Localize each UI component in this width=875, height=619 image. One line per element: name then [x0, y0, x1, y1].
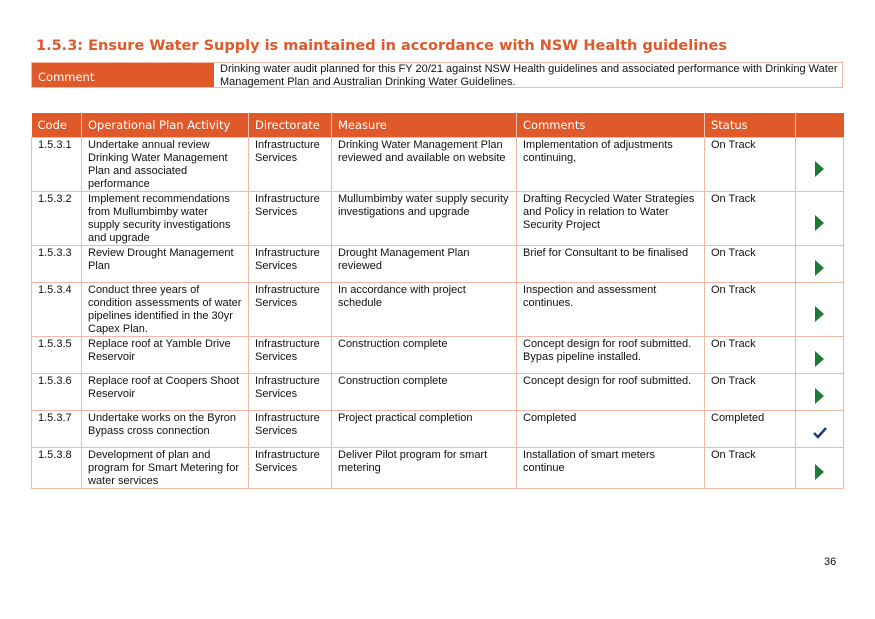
cell-status-icon — [795, 410, 844, 448]
cell-code: 1.5.3.6 — [31, 373, 82, 411]
play-arrow-icon — [815, 351, 824, 367]
section-title: 1.5.3: Ensure Water Supply is maintained… — [36, 38, 727, 54]
cell-comments: Drafting Recycled Water Strategies and P… — [516, 191, 705, 246]
header-code: Code — [31, 113, 82, 138]
cell-code: 1.5.3.3 — [31, 245, 82, 283]
cell-activity: Review Drought Management Plan — [81, 245, 249, 283]
checkmark-icon — [812, 427, 827, 439]
cell-directorate: Infrastructure Services — [248, 410, 332, 448]
cell-measure: Drinking Water Management Plan reviewed … — [331, 137, 517, 192]
cell-measure: Drought Management Plan reviewed — [331, 245, 517, 283]
cell-comments: Concept design for roof submitted. Bypas… — [516, 336, 705, 374]
header-activity: Operational Plan Activity — [81, 113, 249, 138]
cell-directorate: Infrastructure Services — [248, 245, 332, 283]
header-status: Status — [704, 113, 796, 138]
header-status-icon — [795, 113, 844, 138]
cell-directorate: Infrastructure Services — [248, 336, 332, 374]
play-arrow-icon — [815, 305, 824, 322]
cell-status: On Track — [704, 336, 796, 374]
play-arrow-icon — [815, 214, 824, 231]
cell-status-icon — [795, 245, 844, 283]
play-arrow-icon — [815, 464, 824, 480]
cell-code: 1.5.3.1 — [31, 137, 82, 192]
cell-status: On Track — [704, 373, 796, 411]
cell-comments: Inspection and assessment continues. — [516, 282, 705, 337]
cell-status-icon — [795, 191, 844, 246]
comment-label: Comment — [32, 63, 214, 87]
cell-status-icon — [795, 137, 844, 192]
header-directorate: Directorate — [248, 113, 332, 138]
cell-status: On Track — [704, 245, 796, 283]
cell-directorate: Infrastructure Services — [248, 191, 332, 246]
cell-status-icon — [795, 336, 844, 374]
header-measure: Measure — [331, 113, 517, 138]
cell-activity: Development of plan and program for Smar… — [81, 447, 249, 489]
cell-status: On Track — [704, 191, 796, 246]
cell-activity: Undertake annual review Drinking Water M… — [81, 137, 249, 192]
cell-comments: Brief for Consultant to be finalised — [516, 245, 705, 283]
cell-status: On Track — [704, 282, 796, 337]
cell-directorate: Infrastructure Services — [248, 137, 332, 192]
cell-directorate: Infrastructure Services — [248, 447, 332, 489]
comment-box: Comment Drinking water audit planned for… — [31, 62, 843, 88]
cell-code: 1.5.3.8 — [31, 447, 82, 489]
play-arrow-icon — [815, 160, 824, 177]
cell-activity: Conduct three years of condition assessm… — [81, 282, 249, 337]
cell-code: 1.5.3.7 — [31, 410, 82, 448]
cell-status: On Track — [704, 447, 796, 489]
cell-measure: Mullumbimby water supply security invest… — [331, 191, 517, 246]
cell-status: On Track — [704, 137, 796, 192]
cell-measure: In accordance with project schedule — [331, 282, 517, 337]
cell-measure: Construction complete — [331, 336, 517, 374]
table-header-row: Code Operational Plan Activity Directora… — [31, 113, 844, 138]
cell-activity: Implement recommendations from Mullumbim… — [81, 191, 249, 246]
cell-comments: Installation of smart meters continue — [516, 447, 705, 489]
page-number: 36 — [824, 556, 837, 568]
play-arrow-icon — [815, 260, 824, 276]
cell-comments: Completed — [516, 410, 705, 448]
cell-comments: Implementation of adjustments continuing… — [516, 137, 705, 192]
cell-status-icon — [795, 373, 844, 411]
cell-code: 1.5.3.5 — [31, 336, 82, 374]
comment-text: Drinking water audit planned for this FY… — [220, 63, 838, 88]
cell-activity: Replace roof at Coopers Shoot Reservoir — [81, 373, 249, 411]
play-arrow-icon — [815, 388, 824, 404]
cell-status-icon — [795, 282, 844, 337]
cell-code: 1.5.3.4 — [31, 282, 82, 337]
cell-measure: Construction complete — [331, 373, 517, 411]
cell-activity: Undertake works on the Byron Bypass cros… — [81, 410, 249, 448]
cell-status-icon — [795, 447, 844, 489]
cell-measure: Deliver Pilot program for smart metering — [331, 447, 517, 489]
cell-status: Completed — [704, 410, 796, 448]
cell-directorate: Infrastructure Services — [248, 282, 332, 337]
operational-plan-table: Code Operational Plan Activity Directora… — [31, 113, 844, 489]
cell-activity: Replace roof at Yamble Drive Reservoir — [81, 336, 249, 374]
cell-directorate: Infrastructure Services — [248, 373, 332, 411]
cell-comments: Concept design for roof submitted. — [516, 373, 705, 411]
header-comments: Comments — [516, 113, 705, 138]
cell-measure: Project practical completion — [331, 410, 517, 448]
cell-code: 1.5.3.2 — [31, 191, 82, 246]
